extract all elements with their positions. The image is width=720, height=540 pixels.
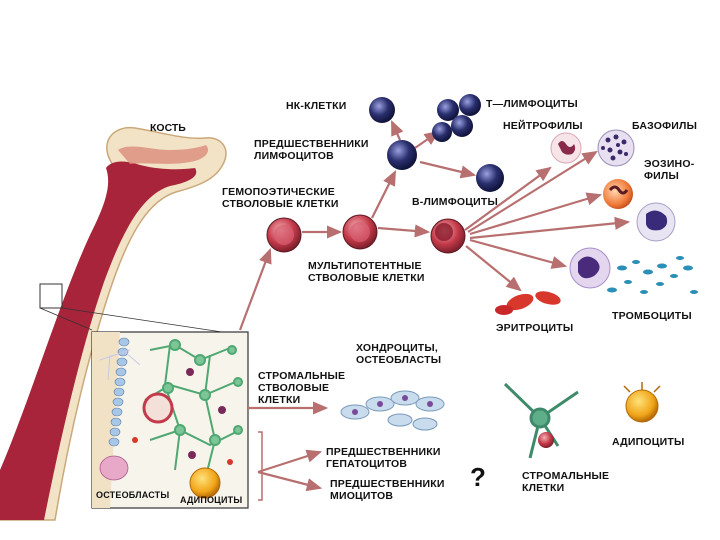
bone-marrow-shape (0, 161, 197, 520)
arrow-to-erythrocyte (465, 245, 522, 292)
platelets (607, 256, 698, 294)
inset-adipocyte (189, 467, 221, 499)
label-hepatocyte-precursors: ПРЕДШЕСТВЕННИКИ ГЕПАТОЦИТОВ (326, 446, 441, 470)
nk-cell (369, 97, 395, 123)
arrow-to-eosinophil (469, 192, 603, 236)
label-stromal-stem: СТРОМАЛЬНЫЕ СТВОЛОВЫЕ КЛЕТКИ (258, 370, 346, 406)
arrow-to-monocyte (469, 216, 631, 240)
monocyte-cell (636, 202, 676, 242)
label-lymphocyte-precursors: ПРЕДШЕСТВЕННИКИ ЛИМФОЦИТОВ (254, 138, 369, 162)
marrow-inset (91, 331, 249, 509)
inset-osteoclast (99, 455, 129, 481)
arrow-to-nk (390, 119, 404, 141)
lymphocyte-precursor-cell (387, 140, 417, 170)
question-mark: ? (470, 462, 486, 492)
label-adipocytes-inset: АДИПОЦИТЫ (180, 495, 243, 505)
zoom-line-top (61, 307, 243, 336)
label-nk-cells: НК-КЛЕТКИ (286, 100, 347, 112)
stromal-small-cell (538, 432, 554, 448)
label-multipotent: МУЛЬТИПОТЕНТНЫЕ СТВОЛОВЫЕ КЛЕТКИ (308, 260, 425, 284)
label-hsc: ГЕМОПОЭТИЧЕСКИЕ СТВОЛОВЫЕ КЛЕТКИ (222, 186, 339, 210)
erythrocytes (495, 291, 561, 315)
label-basophils: БАЗОФИЛЫ (632, 120, 698, 132)
label-b-lymphocytes: В-ЛИМФОЦИТЫ (412, 196, 498, 208)
adipocyte-cell (623, 382, 661, 423)
label-t-lymphocytes: Т—ЛИМФОЦИТЫ (486, 98, 578, 110)
basophil-cell (597, 129, 635, 167)
arrow-to-neutrophil (464, 166, 552, 231)
hsc-cell (266, 217, 302, 253)
inset-blood-cells (132, 368, 233, 465)
bone-spongy (118, 145, 209, 164)
zoom-marker (39, 283, 63, 309)
label-eosinophils: ЭОЗИНО- ФИЛЫ (644, 158, 695, 182)
label-erythrocytes: ЭРИТРОЦИТЫ (496, 322, 574, 334)
inset-nerve (99, 349, 141, 381)
label-chondrocytes: ХОНДРОЦИТЫ, ОСТЕОБЛАСТЫ (356, 342, 442, 366)
b-lymphocyte-cell (476, 164, 504, 192)
arrow-mpp-to-myeloid (377, 224, 431, 238)
arrow-niche-to-hsc (238, 247, 272, 331)
label-adipocytes: АДИПОЦИТЫ (612, 436, 685, 448)
arrow-to-megakaryocyte (469, 238, 568, 269)
stromal-cell (503, 382, 579, 459)
zoom-line-left (39, 307, 93, 331)
megakaryocyte-cell (569, 247, 611, 289)
inset-bone-edge (92, 332, 120, 508)
inset-vessel (142, 392, 174, 424)
arrow-to-myocyte (257, 470, 323, 492)
myeloid-progenitor-cell (430, 218, 466, 254)
label-neutrophils: НЕЙТРОФИЛЫ (503, 120, 583, 132)
bone-illustration (0, 126, 243, 521)
arrow-to-hepatocyte (257, 449, 323, 474)
eosinophil-cell (603, 179, 633, 209)
stromal-network (144, 339, 243, 481)
t-lymphocyte-cluster (432, 94, 481, 142)
label-platelets: ТРОМБОЦИТЫ (612, 310, 692, 322)
arrow-mpp-to-lymphoid (371, 170, 396, 219)
neutrophil-cell (550, 132, 582, 164)
label-osteoblasts: ОСТЕОБЛАСТЫ (96, 490, 170, 500)
label-bone: КОСТЬ (150, 122, 186, 134)
arrow-to-basophil (467, 150, 598, 233)
osteoblast-lining (108, 337, 130, 447)
lineage-arrows (238, 119, 631, 492)
arrow-to-b (419, 160, 477, 179)
chondrocyte-cluster (340, 390, 445, 431)
label-myocyte-precursors: ПРЕДШЕСТВЕННИКИ МИОЦИТОВ (330, 478, 445, 502)
multipotent-cell (342, 214, 378, 250)
label-stromal-cells: СТРОМАЛЬНЫЕ КЛЕТКИ (522, 470, 610, 494)
bracket (258, 431, 263, 501)
